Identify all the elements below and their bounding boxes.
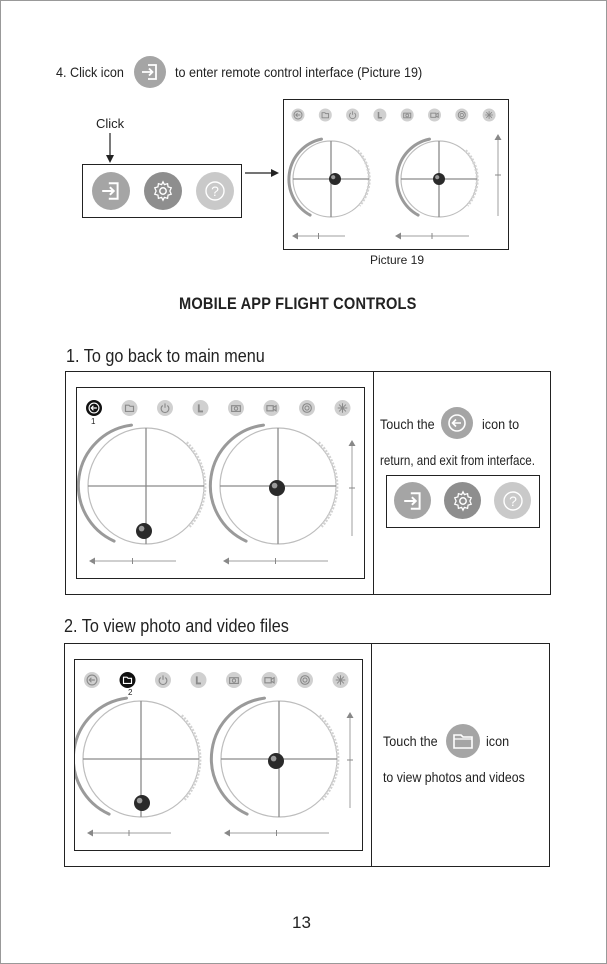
video-icon[interactable] bbox=[428, 109, 441, 122]
section2-title: 2. To view photo and video files bbox=[64, 616, 289, 637]
trim-slider[interactable] bbox=[223, 558, 328, 565]
section2-desc-line2: to view photos and videos bbox=[383, 769, 525, 785]
section2-desc-a: Touch the bbox=[383, 733, 438, 749]
section2-marker: 2 bbox=[128, 688, 132, 697]
joystick-knob[interactable] bbox=[268, 753, 284, 769]
joystick-knob[interactable] bbox=[433, 173, 445, 185]
folder-icon[interactable] bbox=[319, 109, 332, 122]
control-panel-drawing bbox=[77, 388, 364, 578]
back-icon[interactable] bbox=[84, 672, 100, 688]
l-mode-icon[interactable] bbox=[193, 400, 209, 416]
trim-slider[interactable] bbox=[224, 830, 329, 837]
trim-slider-vertical[interactable] bbox=[349, 440, 356, 536]
click-label: Click bbox=[96, 116, 124, 131]
help-icon: ? bbox=[494, 482, 531, 519]
svg-text:?: ? bbox=[509, 493, 517, 509]
section1-marker: 1 bbox=[91, 417, 95, 426]
folder-icon bbox=[446, 724, 480, 758]
trim-slider[interactable] bbox=[87, 830, 171, 837]
power-icon[interactable] bbox=[157, 400, 173, 416]
control-panel-drawing bbox=[284, 100, 508, 249]
trim-slider-vertical[interactable] bbox=[495, 134, 502, 216]
click-arrow bbox=[104, 133, 116, 165]
gyro-icon[interactable] bbox=[455, 109, 468, 122]
trim-slider[interactable] bbox=[89, 558, 176, 565]
control-panel-drawing bbox=[75, 660, 362, 850]
section1-menu-box: ? bbox=[386, 475, 540, 528]
step4-text-before: 4. Click icon bbox=[56, 64, 124, 80]
page-heading: MOBILE APP FLIGHT CONTROLS bbox=[179, 294, 417, 314]
settings-icon[interactable] bbox=[144, 172, 182, 210]
section2-divider bbox=[371, 644, 372, 866]
camera-icon[interactable] bbox=[228, 400, 244, 416]
section1-desc-line2: return, and exit from interface. bbox=[380, 452, 535, 468]
section1-divider bbox=[373, 372, 374, 594]
svg-text:?: ? bbox=[211, 183, 219, 199]
power-icon[interactable] bbox=[155, 672, 171, 688]
joystick-knob[interactable] bbox=[269, 480, 285, 496]
arrow-right bbox=[245, 167, 281, 179]
enter-icon[interactable] bbox=[92, 172, 130, 210]
gyro-icon[interactable] bbox=[299, 400, 315, 416]
step4-text-after: to enter remote control interface (Pictu… bbox=[175, 64, 422, 80]
section1-control-panel bbox=[76, 387, 365, 579]
joystick-knob[interactable] bbox=[136, 523, 152, 539]
back-icon bbox=[441, 407, 473, 439]
calibrate-icon[interactable] bbox=[333, 672, 349, 688]
page-number: 13 bbox=[292, 913, 311, 933]
folder-icon[interactable] bbox=[122, 400, 138, 416]
video-icon[interactable] bbox=[264, 400, 280, 416]
trim-slider[interactable] bbox=[292, 233, 345, 240]
main-menu-box: ? bbox=[82, 164, 242, 218]
joystick-knob[interactable] bbox=[329, 173, 341, 185]
settings-icon bbox=[444, 482, 481, 519]
folder-icon[interactable] bbox=[120, 672, 136, 688]
video-icon[interactable] bbox=[262, 672, 278, 688]
back-icon[interactable] bbox=[86, 400, 102, 416]
back-icon[interactable] bbox=[292, 109, 305, 122]
section1-desc-b: icon to bbox=[482, 416, 519, 432]
section2-control-panel bbox=[74, 659, 363, 851]
camera-icon[interactable] bbox=[401, 109, 414, 122]
section1-title: 1. To go back to main menu bbox=[66, 346, 265, 367]
l-mode-icon[interactable] bbox=[373, 109, 386, 122]
gyro-icon[interactable] bbox=[297, 672, 313, 688]
picture19-panel bbox=[283, 99, 509, 250]
calibrate-icon[interactable] bbox=[483, 109, 496, 122]
trim-slider-vertical[interactable] bbox=[347, 712, 354, 808]
enter-icon bbox=[394, 482, 431, 519]
l-mode-icon[interactable] bbox=[191, 672, 207, 688]
joystick-knob[interactable] bbox=[134, 795, 150, 811]
picture19-caption: Picture 19 bbox=[370, 253, 424, 267]
section2-desc-b: icon bbox=[486, 733, 509, 749]
power-icon[interactable] bbox=[346, 109, 359, 122]
section1-desc-a: Touch the bbox=[380, 416, 435, 432]
calibrate-icon[interactable] bbox=[335, 400, 351, 416]
enter-icon bbox=[134, 56, 166, 88]
camera-icon[interactable] bbox=[226, 672, 242, 688]
help-icon[interactable]: ? bbox=[196, 172, 234, 210]
trim-slider[interactable] bbox=[395, 233, 469, 240]
